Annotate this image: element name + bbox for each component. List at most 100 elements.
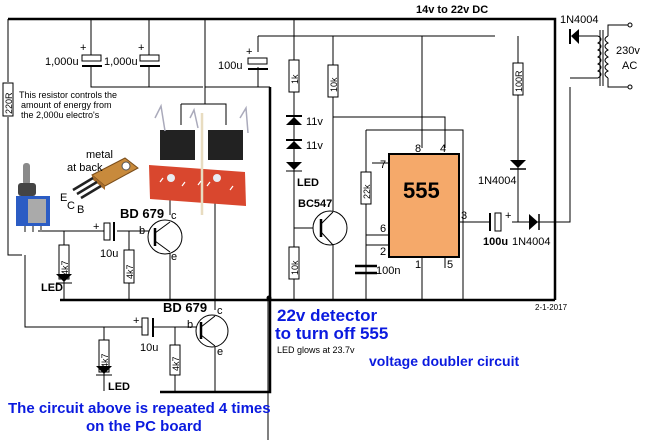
svg-text:+: + [138, 42, 144, 54]
pin1-label: 1 [415, 259, 421, 271]
date-label: 2-1-2017 [535, 303, 568, 312]
junction-dot [266, 295, 272, 301]
stage2-b-label: b [187, 319, 193, 331]
pin8-label: 8 [415, 143, 421, 155]
resistor-10k-bottom: 10k [288, 246, 300, 280]
stage1-led-label: LED [41, 282, 63, 294]
stage1-base-resistor: 4k7 [123, 249, 135, 284]
transformer-secondary-wire [531, 35, 598, 223]
svg-text:+: + [505, 210, 511, 222]
zener2-label: 11v [306, 140, 323, 152]
c100n-label: 100n [376, 265, 400, 277]
cap1-label: 1,000u [45, 56, 79, 68]
svg-text:+: + [93, 221, 99, 233]
bc547-label: BC547 [298, 198, 332, 210]
rail-voltage-label: 14v to 22v DC [416, 4, 488, 16]
package-note-back: at back [67, 162, 103, 174]
r1k-label: 1k [290, 74, 300, 84]
toggle-switch[interactable] [16, 163, 50, 232]
stage1-transistor-label: BD 679 [120, 206, 164, 221]
resistor-note-line-2: amount of energy from [21, 100, 112, 110]
pin2-label: 2 [380, 246, 386, 258]
stage1-led: LED [41, 274, 72, 294]
detector-led: LED [286, 162, 319, 189]
pin6-label: 6 [380, 223, 386, 235]
cap-bus-wire [90, 67, 203, 88]
rectifier-diode-label: 1N4004 [560, 14, 599, 26]
pin6-pin2-wire [366, 234, 388, 246]
transformer-ac-label: AC [622, 60, 637, 72]
stage2-transistor: BD 679 b c e [163, 300, 229, 358]
doubler-cap: + 100u [483, 210, 511, 248]
positive-rail-wire [8, 17, 557, 300]
stage1-cap-label: 10u [100, 248, 118, 260]
pin3-label: 3 [461, 210, 467, 222]
stage2-e-label: e [217, 346, 223, 358]
stage1-transistor: BD 679 b c e [120, 206, 183, 263]
capacitor-100n: 100n [355, 264, 400, 277]
stage1-coupling-cap: + 10u [93, 221, 118, 260]
detector-title-line-1: 22v detector [277, 306, 378, 325]
r10k-top-label: 10k [329, 77, 339, 92]
doubler-diode2-label: 1N4004 [512, 236, 551, 248]
stage2-base-res-label: 4k7 [171, 356, 181, 371]
doubler-diode-2: 1N4004 [512, 214, 555, 248]
cap2-label: 1,000u [104, 56, 138, 68]
footer-note-line-2: on the PC board [86, 418, 202, 435]
stage1-led-res-label: 4k7 [60, 260, 70, 275]
stage2-coupling-cap: + 10u [133, 315, 158, 354]
bc547-transistor: BC547 [298, 198, 348, 246]
rectifier-diode: 1N4004 [560, 14, 599, 44]
package-note-metal: metal [86, 149, 113, 161]
transformer: 230v AC [570, 22, 640, 90]
chip-loop-wire [366, 129, 464, 300]
resistor-note-line-3: the 2,000u electro's [21, 110, 100, 120]
detector-note: LED glows at 23.7v [277, 345, 355, 355]
doubler-title: voltage doubler circuit [369, 353, 519, 369]
stage1-e-label: e [171, 251, 177, 263]
zener1-label: 11v [306, 116, 323, 128]
resistor-100r: 100R [512, 62, 524, 96]
detector-led-label: LED [297, 177, 319, 189]
svg-text:+: + [246, 46, 252, 58]
transformer-voltage-label: 230v [616, 45, 640, 57]
pin5-label: 5 [447, 259, 453, 271]
point-motor-image [149, 103, 249, 215]
r10k-bottom-label: 10k [290, 260, 300, 275]
stage1-base-res-label: 4k7 [125, 264, 135, 279]
stage2-cap-label: 10u [140, 342, 158, 354]
r100-label: 100R [514, 70, 524, 92]
zener-2: 11v [286, 139, 323, 152]
secondary-rail-wire [257, 35, 495, 87]
cap3-label: 100u [218, 60, 242, 72]
stage2-led: LED [96, 366, 130, 393]
left-rail-lower-wire [7, 117, 22, 256]
stage2-c-label: c [217, 305, 223, 317]
reservoir-cap-2: + 1,000u [104, 42, 160, 68]
stage1-b-label: b [139, 225, 145, 237]
svg-text:+: + [133, 315, 139, 327]
detector-title-line-2: to turn off 555 [275, 324, 388, 343]
pin4-label: 4 [440, 143, 446, 155]
resistor-220r: 220R [2, 82, 14, 117]
r220-label: 220R [4, 92, 14, 114]
pin4-wire [333, 116, 446, 130]
doubler-cap-label: 100u [483, 236, 508, 248]
stage2-led-res-label: 4k7 [100, 353, 110, 368]
resistor-note-line-1: This resistor controls the [19, 90, 117, 100]
pin-b-label: B [77, 204, 84, 216]
svg-text:+: + [80, 42, 86, 54]
stage2-input-wire [24, 255, 199, 328]
bd679-package-image: metal at back E C B [60, 149, 139, 216]
zener-1: 11v [286, 115, 323, 128]
stage2-led-label: LED [108, 381, 130, 393]
filter-cap-100u: + 100u [218, 46, 268, 72]
stage1-c-label: c [171, 210, 177, 222]
ic-555: 555 8 4 7 6 2 3 1 5 [380, 143, 467, 271]
pin7-label: 7 [380, 159, 386, 171]
pin-c-label: C [67, 200, 75, 212]
pin1-pin5-wire [421, 257, 446, 300]
stage1-led-resistor: 4k7 [58, 244, 70, 280]
